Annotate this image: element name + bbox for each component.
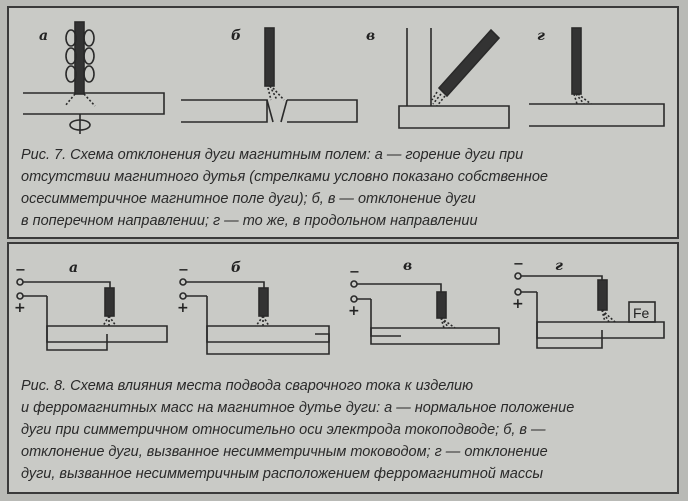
- fig7-a-scheme: [23, 21, 165, 134]
- fig8-b-plus: +: [177, 300, 189, 316]
- fe-label: Fe: [633, 305, 650, 321]
- caption-line: Рис. 7. Схема отклонения дуги магнитным …: [21, 147, 524, 163]
- fig7-label-a: а: [39, 28, 48, 44]
- fig8-v-minus: −: [349, 265, 360, 280]
- fig8-b-minus: −: [178, 263, 189, 278]
- fig7-label-g: г: [537, 28, 545, 44]
- fig8-a-scheme: [16, 278, 168, 351]
- caption-line: Рис. 8. Схема влияния места подвода свар…: [21, 378, 473, 394]
- figure-7-panel: а б в г Рис. 7. Схема отклонения дуги ма…: [7, 6, 679, 239]
- fig8-g-plus: +: [512, 296, 524, 312]
- fig7-label-v: в: [366, 28, 375, 44]
- figure-7-caption: Рис. 7. Схема отклонения дуги магнитным …: [21, 144, 665, 232]
- fig8-label-v: в: [403, 258, 412, 274]
- figure-7-diagram: а б в г: [23, 21, 665, 134]
- figure-8-caption: Рис. 8. Схема влияния места подвода свар…: [21, 375, 665, 485]
- fig8-g-minus: −: [513, 257, 524, 272]
- fig8-a-minus: −: [15, 263, 26, 278]
- caption-line: дуги, вызванное несимметричным расположе…: [21, 466, 544, 482]
- caption-line: осесимметричное магнитное поле дуги); б,…: [21, 191, 476, 207]
- fig7-g-scheme: [529, 27, 665, 127]
- fig8-v-scheme: [350, 280, 500, 345]
- caption-line: и ферромагнитных масс на магнитное дутье…: [21, 400, 575, 416]
- fig8-label-a: а: [69, 260, 78, 276]
- fig8-g-scheme: [514, 272, 665, 349]
- fig7-b-scheme: [181, 27, 358, 123]
- caption-line: в поперечном направлении; г — то же, в п…: [21, 213, 478, 229]
- caption-line: отклонение дуги, вызванное несимметричны…: [21, 444, 548, 460]
- figure-8-diagram: а б в г − + − + − + − + Fe: [14, 257, 665, 355]
- fig8-b-scheme: [179, 278, 330, 355]
- figure-8-panel: а б в г − + − + − + − + Fe Рис. 8. Схема…: [7, 242, 679, 494]
- caption-line: отсутствии магнитного дутья (стрелками у…: [21, 169, 548, 185]
- fig7-label-b: б: [231, 28, 241, 44]
- fig8-label-b: б: [231, 260, 241, 276]
- fig7-v-scheme: [398, 28, 510, 129]
- fig8-v-plus: +: [348, 303, 360, 319]
- caption-line: дуги при симметричном относительно оси э…: [21, 422, 546, 438]
- fig8-a-plus: +: [14, 300, 26, 316]
- fig8-label-g: г: [555, 258, 563, 274]
